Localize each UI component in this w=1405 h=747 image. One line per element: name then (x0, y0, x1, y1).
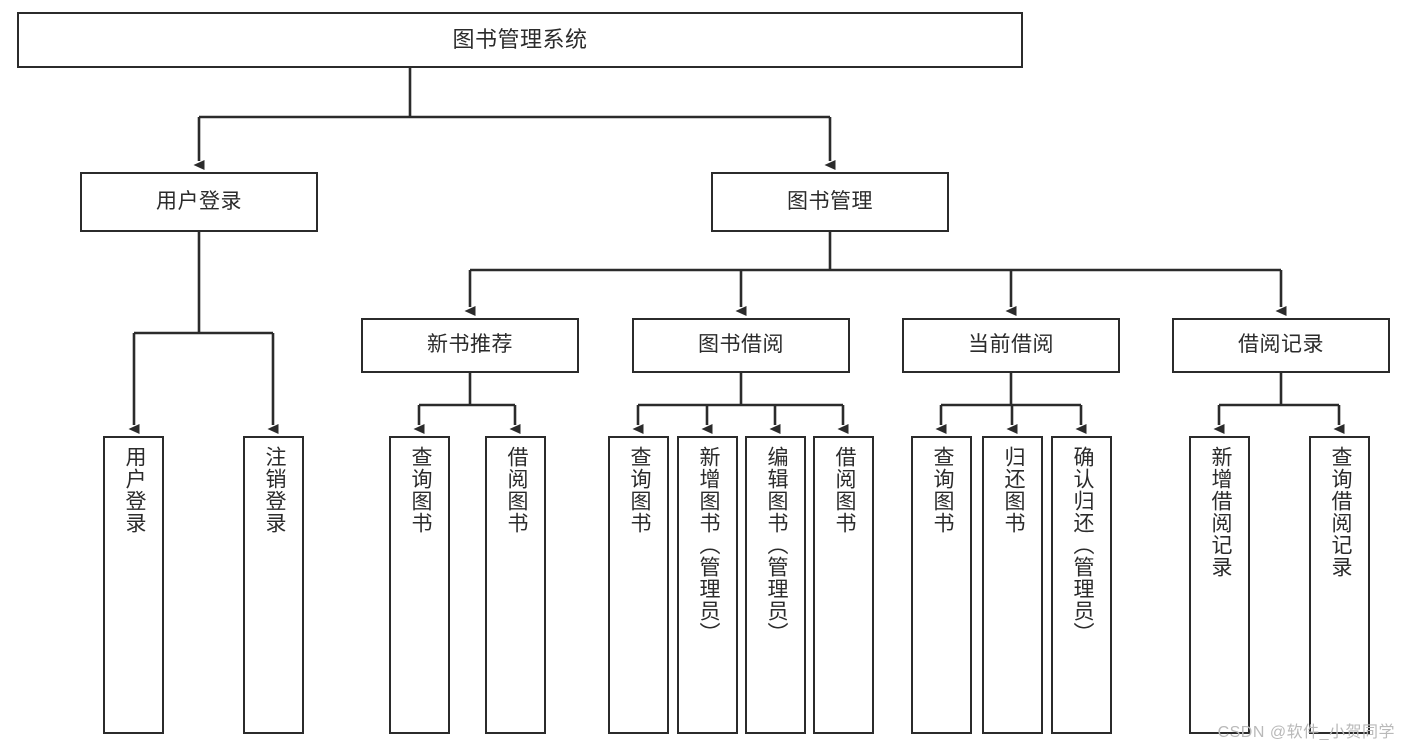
node-new-book-recommend-label: 新书推荐 (427, 333, 513, 357)
node-leaf-query-borrow-record-label: 查询借阅记录 (1328, 446, 1352, 578)
node-leaf-logout-label: 注销登录 (262, 446, 286, 534)
node-leaf-borrow-book-a[interactable]: 借阅图书 (485, 436, 546, 734)
node-leaf-query-book-b-label: 查询图书 (627, 446, 651, 534)
node-leaf-return-book-label: 归还图书 (1001, 446, 1025, 534)
node-book-manage-label: 图书管理 (787, 189, 873, 213)
node-leaf-logout[interactable]: 注销登录 (243, 436, 304, 734)
node-user-login-label: 用户登录 (156, 189, 242, 213)
node-leaf-borrow-book-b-label: 借阅图书 (832, 446, 856, 534)
node-leaf-return-book[interactable]: 归还图书 (982, 436, 1043, 734)
node-leaf-add-book[interactable]: 新增图书（管理员） (677, 436, 738, 734)
node-leaf-borrow-book-a-label: 借阅图书 (504, 446, 528, 534)
node-leaf-edit-book-label: 编辑图书（管理员） (764, 446, 788, 644)
node-leaf-confirm-return[interactable]: 确认归还（管理员） (1051, 436, 1112, 734)
node-leaf-query-book-c-label: 查询图书 (930, 446, 954, 534)
node-borrow-record[interactable]: 借阅记录 (1172, 318, 1390, 373)
node-borrow-record-label: 借阅记录 (1238, 333, 1324, 357)
node-root[interactable]: 图书管理系统 (17, 12, 1023, 68)
node-root-label: 图书管理系统 (452, 27, 588, 53)
node-leaf-user-login[interactable]: 用户登录 (103, 436, 164, 734)
node-leaf-add-borrow-record[interactable]: 新增借阅记录 (1189, 436, 1250, 734)
node-book-borrow[interactable]: 图书借阅 (632, 318, 850, 373)
node-leaf-query-book-b[interactable]: 查询图书 (608, 436, 669, 734)
node-book-manage[interactable]: 图书管理 (711, 172, 949, 232)
node-leaf-edit-book[interactable]: 编辑图书（管理员） (745, 436, 806, 734)
node-user-login[interactable]: 用户登录 (80, 172, 318, 232)
node-leaf-user-login-label: 用户登录 (122, 446, 146, 534)
node-current-borrow[interactable]: 当前借阅 (902, 318, 1120, 373)
node-leaf-add-book-label: 新增图书（管理员） (696, 446, 720, 644)
node-leaf-query-book-a[interactable]: 查询图书 (389, 436, 450, 734)
node-leaf-query-book-a-label: 查询图书 (408, 446, 432, 534)
node-leaf-query-borrow-record[interactable]: 查询借阅记录 (1309, 436, 1370, 734)
node-new-book-recommend[interactable]: 新书推荐 (361, 318, 579, 373)
node-leaf-confirm-return-label: 确认归还（管理员） (1070, 446, 1094, 644)
node-leaf-add-borrow-record-label: 新增借阅记录 (1208, 446, 1232, 578)
node-current-borrow-label: 当前借阅 (968, 333, 1054, 357)
node-leaf-borrow-book-b[interactable]: 借阅图书 (813, 436, 874, 734)
node-book-borrow-label: 图书借阅 (698, 333, 784, 357)
node-leaf-query-book-c[interactable]: 查询图书 (911, 436, 972, 734)
